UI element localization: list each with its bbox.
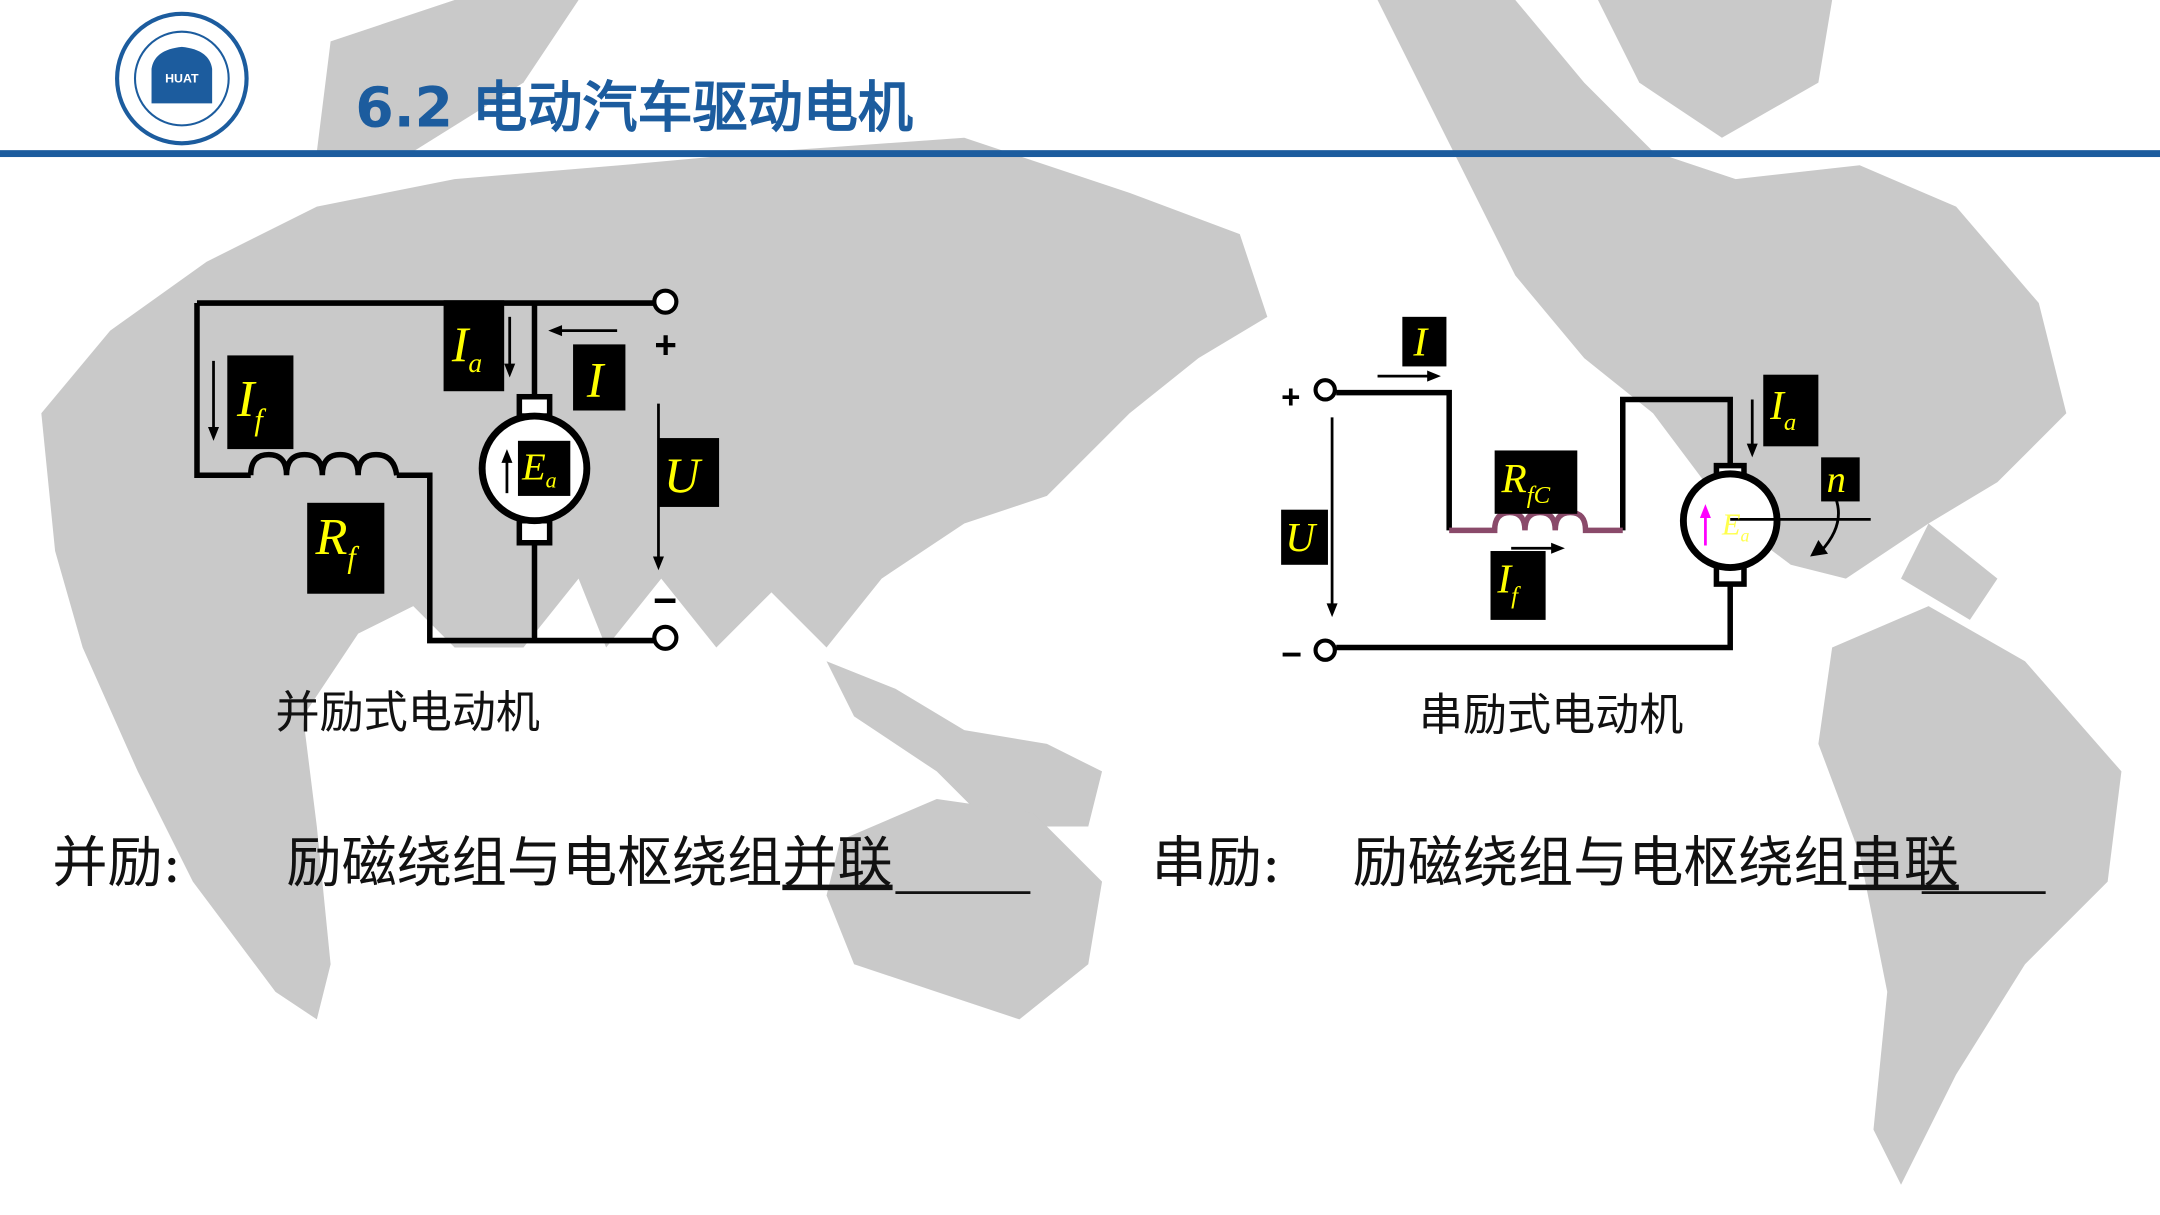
arrows bbox=[1326, 370, 1758, 618]
negative-terminal bbox=[1313, 638, 1337, 662]
shunt-motor-diagram: + − Ia I U If Rf bbox=[194, 288, 720, 738]
header-divider bbox=[0, 150, 2160, 158]
svg-text:Ia: Ia bbox=[451, 317, 482, 378]
label-U: U bbox=[658, 438, 720, 507]
svg-text:I: I bbox=[1412, 318, 1429, 364]
label-Ea: Ea bbox=[517, 440, 571, 496]
shunt-term: 并励: bbox=[52, 831, 181, 895]
svg-text:Ia: Ia bbox=[1769, 382, 1796, 436]
logo-text: HUAT bbox=[165, 72, 199, 86]
label-U: U bbox=[1281, 509, 1328, 565]
svg-text:If: If bbox=[1496, 555, 1521, 609]
shunt-definition: 并励: 励磁绕组与电枢绕组并联 bbox=[52, 831, 1031, 895]
positive-terminal bbox=[652, 288, 679, 315]
label-If: If bbox=[227, 355, 294, 450]
svg-text:U: U bbox=[664, 448, 703, 503]
label-I: I bbox=[573, 344, 626, 411]
series-caption: 串励式电动机 bbox=[1419, 690, 1683, 741]
series-text: 励磁绕组与电枢绕组串联 bbox=[1353, 831, 1959, 895]
label-If: If bbox=[1490, 551, 1546, 620]
label-Ia: Ia bbox=[443, 300, 505, 392]
svg-text:RfC: RfC bbox=[1501, 455, 1551, 509]
series-field-coil bbox=[1449, 509, 1623, 534]
svg-text:I: I bbox=[586, 353, 606, 408]
positive-terminal bbox=[1313, 378, 1337, 402]
svg-text:Ea: Ea bbox=[521, 446, 557, 492]
negative-terminal bbox=[652, 624, 679, 651]
university-logo: HUAT bbox=[115, 11, 249, 146]
series-motor-diagram: + − I U RfC If Ia bbox=[1281, 316, 1871, 741]
world-map-background bbox=[41, 0, 2122, 1185]
label-Rf: Rf bbox=[307, 502, 385, 594]
label-Ea: Ea bbox=[1721, 507, 1750, 545]
svg-text:n: n bbox=[1827, 459, 1846, 501]
minus-sign: − bbox=[653, 577, 677, 623]
minus-sign: − bbox=[1281, 635, 1302, 675]
label-RfC: RfC bbox=[1494, 450, 1578, 514]
plus-sign: + bbox=[1281, 379, 1300, 416]
svg-text:U: U bbox=[1285, 514, 1318, 560]
arrows bbox=[208, 316, 664, 571]
label-n: n bbox=[1821, 457, 1860, 502]
series-term: 串励: bbox=[1152, 831, 1281, 895]
label-I: I bbox=[1402, 316, 1447, 367]
plus-sign: + bbox=[654, 324, 677, 367]
label-Ia: Ia bbox=[1763, 374, 1819, 447]
shunt-text: 励磁绕组与电枢绕组并联 bbox=[287, 831, 893, 895]
shunt-caption: 并励式电动机 bbox=[276, 687, 540, 738]
page-title: 6.2 电动汽车驱动电机 bbox=[355, 76, 913, 140]
series-definition: 串励: 励磁绕组与电枢绕组串联 bbox=[1152, 831, 2046, 895]
